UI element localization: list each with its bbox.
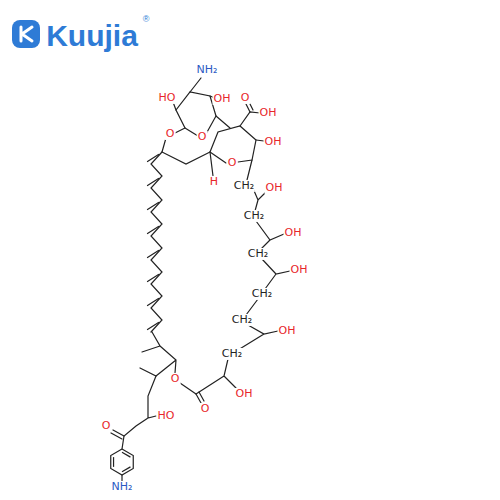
double-bond [113,457,114,467]
oxygen: O [170,373,181,385]
double-bond [148,251,159,258]
oxygen: O [165,128,176,140]
amine: NH₂ [111,481,134,493]
double-bond [122,467,130,472]
double-bond [148,203,159,210]
hydroxyl: OH [290,264,309,276]
bonds [111,78,290,481]
oxygen: O [200,403,211,415]
hydroxyl: OH [284,227,303,239]
methylene: CH₂ [251,288,273,300]
double-bond [148,275,159,282]
methylene: CH₂ [233,180,255,192]
oxygen: O [101,420,112,432]
methylene: CH₂ [243,210,265,222]
trademark: ® [142,15,151,25]
hydroxyl: OH [213,93,232,105]
hydroxyl: HO [157,410,176,422]
double-bond [148,299,159,306]
benzene-ring [111,449,134,475]
hydrogen: H [209,176,219,188]
methylene: CH₂ [231,314,253,326]
hydroxyl: OH [265,182,284,194]
methylene: CH₂ [247,248,269,260]
logo-icon [12,20,40,48]
oxygen: O [197,131,208,143]
polyene-bond [151,152,162,332]
hydroxyl: OH [235,388,254,400]
oxygen: O [227,157,238,169]
double-bond [148,155,159,162]
oxygen: O [240,92,251,104]
hydroxyl: OH [264,136,283,148]
polyene-chain [148,152,163,332]
ring-bond [111,449,134,475]
double-bond [148,227,159,234]
hydroxyl: OH [259,107,278,119]
logo-text: Kuujia [45,19,139,52]
double-bond [148,323,159,330]
double-bond [148,179,159,186]
hydroxyl: OH [278,325,297,337]
double-bond [122,452,130,457]
amine: NH₂ [196,64,219,76]
methylene: CH₂ [221,348,243,360]
hydroxyl: HO [158,92,177,104]
